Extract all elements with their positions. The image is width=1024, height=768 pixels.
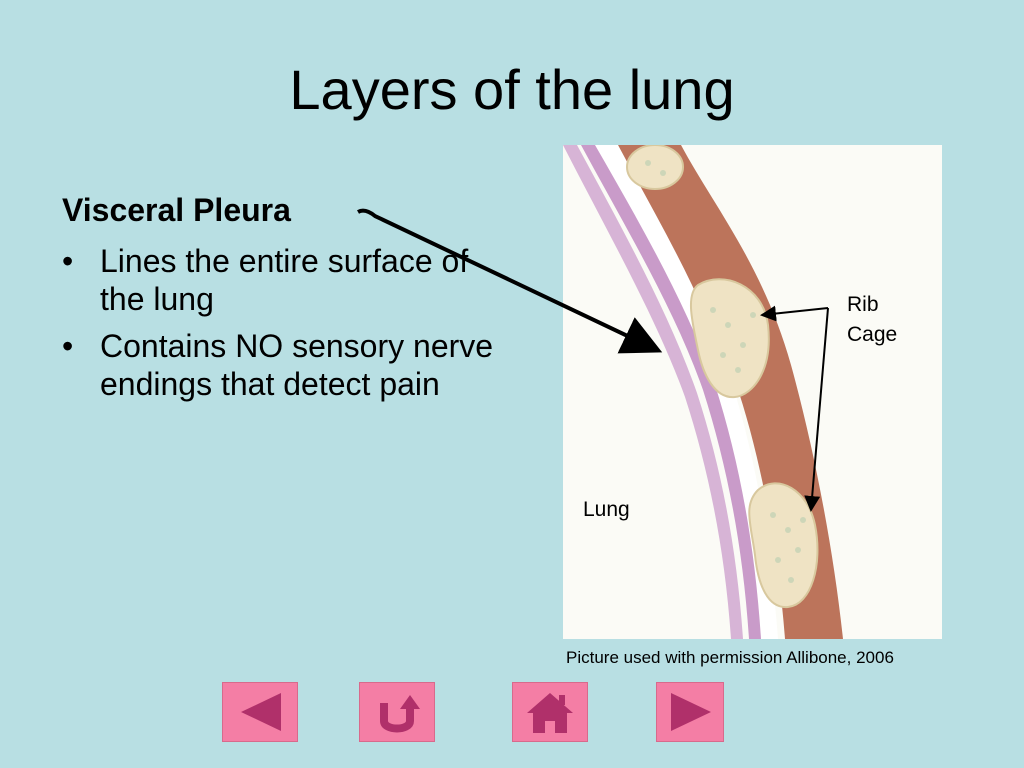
home-icon [527, 693, 573, 733]
figure-caption: Picture used with permission Allibone, 2… [566, 648, 894, 667]
bullet-text: Contains NO sensory nerve endings that d… [100, 328, 494, 402]
previous-button[interactable] [222, 682, 298, 742]
triangle-right-icon [671, 693, 711, 731]
home-button[interactable] [512, 682, 588, 742]
rib-texture [645, 160, 806, 583]
bullet-item: • Lines the entire surface of the lung [62, 243, 502, 318]
text-panel: Visceral Pleura • Lines the entire surfa… [62, 192, 502, 413]
rib-label-line1: Rib [847, 293, 879, 316]
triangle-left-icon [241, 693, 281, 731]
bullet-dot: • [62, 328, 74, 365]
bullet-item: • Contains NO sensory nerve endings that… [62, 328, 502, 403]
bullet-list: • Lines the entire surface of the lung •… [62, 243, 502, 403]
rib-1 [626, 145, 684, 190]
bullet-text: Lines the entire surface of the lung [100, 243, 469, 317]
u-turn-icon [380, 695, 420, 733]
bullet-dot: • [62, 243, 74, 280]
section-heading: Visceral Pleura [62, 192, 291, 228]
return-button[interactable] [359, 682, 435, 742]
next-button[interactable] [656, 682, 724, 742]
lung-label: Lung [583, 498, 630, 521]
rib-label-line2: Cage [847, 323, 898, 346]
lung-layers-figure: Rib Cage Lung [563, 145, 942, 639]
slide-title: Layers of the lung [289, 58, 735, 121]
pleural-space [593, 145, 778, 639]
rib-3 [748, 482, 819, 609]
tissue-illustration [563, 145, 843, 639]
